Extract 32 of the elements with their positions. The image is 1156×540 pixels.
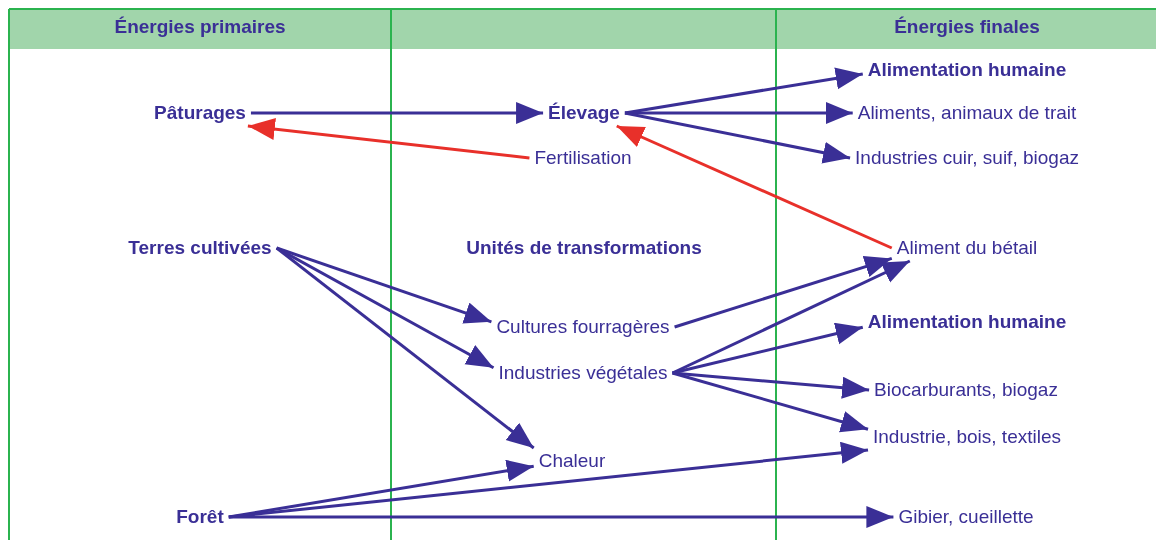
node-label: Gibier, cueillette: [893, 504, 1039, 530]
node-label: Chaleur: [533, 448, 611, 474]
column-header: Énergies primaires: [113, 15, 287, 39]
section-heading: Unités de transformations: [465, 236, 703, 260]
heading-label: Alimentation humaine: [862, 309, 1072, 335]
heading-label: Pâturages: [149, 100, 251, 126]
arrow: [228, 506, 894, 528]
arrow: [674, 256, 893, 329]
heading-label: Élevage: [543, 100, 625, 126]
heading-label: Alimentation humaine: [862, 57, 1072, 83]
arrow: [247, 118, 530, 160]
arrow: [228, 441, 869, 519]
node-label: Industries cuir, suif, biogaz: [850, 145, 1084, 171]
node-label: Industrie, bois, textiles: [868, 424, 1066, 450]
arrow: [250, 102, 544, 124]
node-label: Industries végétales: [493, 360, 673, 386]
arrow: [275, 246, 495, 370]
column-header: Énergies finales: [893, 15, 1041, 39]
node-label: Biocarburants, biogaz: [869, 377, 1063, 403]
arrow: [624, 67, 863, 115]
node-label: Fertilisation: [529, 145, 637, 171]
heading-label: Terres cultivées: [123, 235, 277, 261]
arrow: [276, 246, 492, 324]
heading-label: Forêt: [171, 504, 229, 530]
arrow: [616, 124, 893, 250]
node-label: Aliment du bétail: [891, 235, 1043, 261]
node-label: Aliments, animaux de trait: [852, 100, 1082, 126]
node-label: Cultures fourragères: [491, 314, 675, 340]
arrow: [672, 322, 864, 375]
arrow: [275, 246, 535, 450]
arrow: [672, 371, 869, 433]
arrow: [624, 111, 851, 164]
